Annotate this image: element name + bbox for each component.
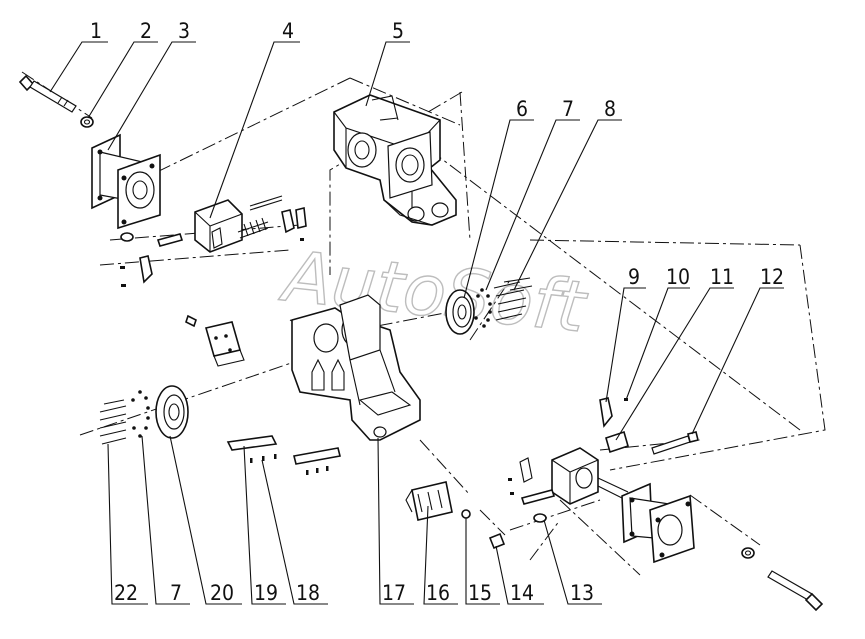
callout-17: 17	[382, 581, 406, 605]
callout-11: 11	[710, 265, 734, 289]
small-bracket	[185, 314, 245, 367]
part-18-pins	[250, 447, 341, 475]
part-3-flanged-sleeve	[91, 133, 161, 230]
callout-1: 1	[90, 19, 102, 43]
callout-7: 7	[562, 97, 574, 121]
leader-lines	[49, 41, 784, 605]
callout-3: 3	[178, 19, 190, 43]
part-12-bolt	[651, 431, 699, 455]
callout-9: 9	[628, 265, 640, 289]
callout-20: 20	[210, 581, 234, 605]
callout-6: 6	[516, 97, 528, 121]
part-14-screw	[488, 532, 506, 550]
callout-2: 2	[140, 19, 152, 43]
part-7-ball-ring-left	[131, 390, 150, 438]
callout-13: 13	[570, 581, 594, 605]
right-washer	[741, 547, 755, 559]
part-6-bearing-ring	[445, 289, 475, 335]
right-bolt	[767, 570, 824, 612]
callout-18: 18	[296, 581, 320, 605]
part-16-bracket	[405, 481, 453, 521]
part-1-bolt	[18, 74, 77, 113]
callout-22: 22	[114, 581, 138, 605]
callout-15: 15	[468, 581, 492, 605]
part-4-latch-block	[120, 195, 307, 287]
callout-5: 5	[392, 19, 404, 43]
callout-4: 4	[282, 19, 294, 43]
callout-12: 12	[760, 265, 784, 289]
callout-7-lower: 7	[170, 581, 182, 605]
callout-19: 19	[254, 581, 278, 605]
part-17-main-plate	[291, 294, 421, 441]
part-7-ball-ring	[474, 288, 492, 328]
part-13-latch-block	[508, 447, 629, 523]
callout-10: 10	[666, 265, 690, 289]
part-11-spring	[605, 430, 629, 454]
part-5-housing-frame	[333, 94, 457, 226]
part-8-pin-set	[493, 277, 533, 321]
part-20-bearing-ring	[155, 385, 189, 439]
right-flanged-sleeve	[621, 482, 695, 564]
callout-numbers: 1 2 3 4 5 6 7 8 9 10 11 12 13 14 15 16 1…	[90, 19, 784, 605]
callout-16: 16	[426, 581, 450, 605]
callout-14: 14	[510, 581, 534, 605]
part-2-washer	[80, 116, 94, 128]
part-19-plate	[226, 435, 278, 451]
part-15-nut	[461, 509, 471, 519]
callout-8: 8	[604, 97, 616, 121]
part-22-pin-set	[99, 399, 127, 445]
part-9-clip	[599, 397, 613, 428]
